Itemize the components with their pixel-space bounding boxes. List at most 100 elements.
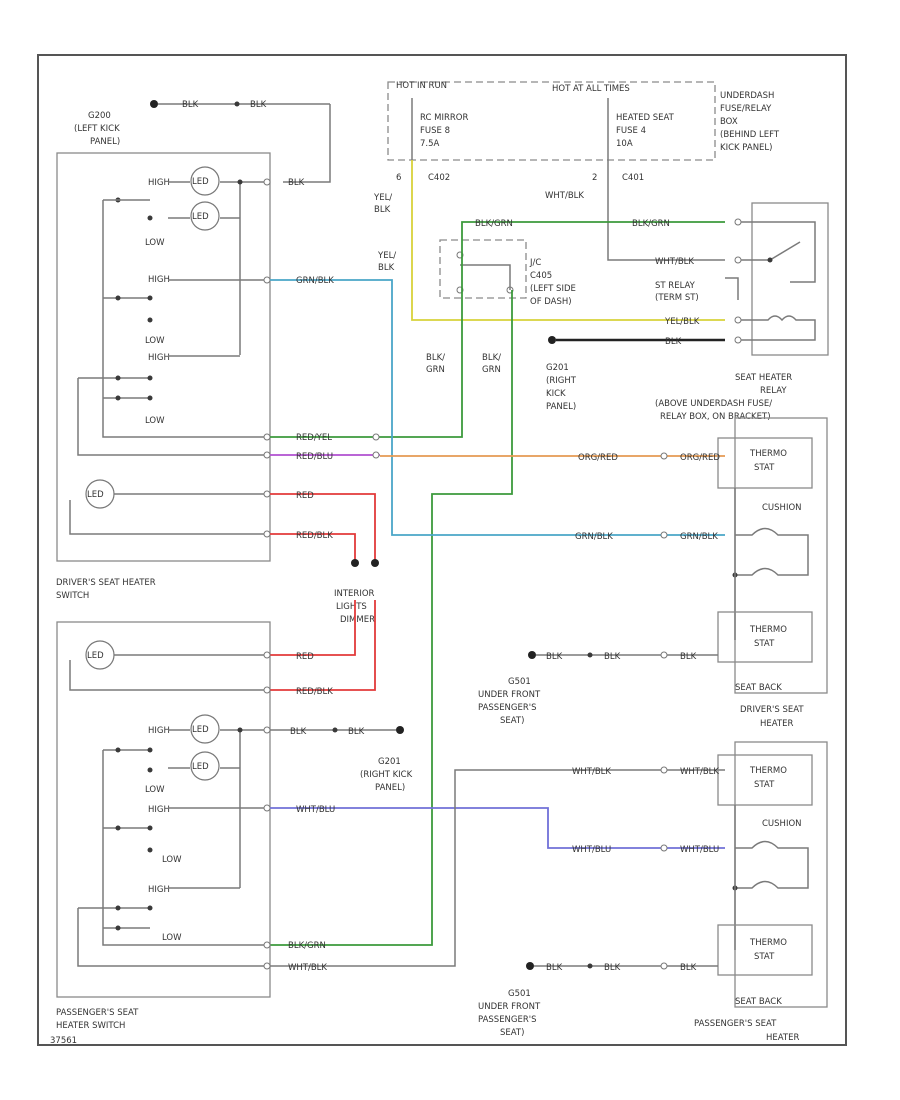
passenger-heater-label: HEATER xyxy=(766,1033,799,1043)
label-blk-grn: BLK/GRN xyxy=(475,219,513,229)
label-red: RED xyxy=(296,491,314,501)
label-thermo: THERMO xyxy=(749,625,787,635)
passenger-heater-label: PASSENGER'S SEAT xyxy=(694,1019,777,1029)
wire-red-blk-driver xyxy=(270,533,356,560)
label-thermo: THERMO xyxy=(749,766,787,776)
label-stat: STAT xyxy=(754,780,775,790)
label-yel-blk: YEL/BLK xyxy=(664,317,700,327)
label-stat: STAT xyxy=(754,639,775,649)
wire-illumination xyxy=(69,660,270,691)
label-st-relay: (TERM ST) xyxy=(655,293,699,303)
label-g501: PASSENGER'S xyxy=(478,703,537,713)
label-jc: C405 xyxy=(530,271,552,281)
label-fuse-4: FUSE 4 xyxy=(616,126,646,136)
switch-contact xyxy=(115,925,121,931)
label-st-relay: ST RELAY xyxy=(655,281,696,291)
driver-switch-label: SWITCH xyxy=(56,591,89,601)
label-jc: J/C xyxy=(529,258,541,268)
label-fuse-heated: HEATED SEAT xyxy=(616,113,675,123)
label-high: HIGH xyxy=(148,178,170,188)
underdash-fuse-box xyxy=(387,81,716,161)
label-grn-blk: GRN/BLK xyxy=(575,532,613,542)
label-g201: KICK xyxy=(546,389,566,399)
label-low: LOW xyxy=(162,933,182,943)
passenger-seatback-thermostat-box xyxy=(717,924,813,976)
relay-switch-contact xyxy=(769,241,801,261)
wire-switch-low xyxy=(77,378,270,456)
switch-contact xyxy=(115,905,121,911)
label-g501: SEAT) xyxy=(500,716,524,726)
passenger-cushion-element-icon xyxy=(735,840,809,889)
label-fuse-8-amp: 7.5A xyxy=(420,139,440,149)
driver-switch-connector xyxy=(263,178,271,538)
driver-cushion-element-icon xyxy=(735,527,809,576)
label-blk: BLK xyxy=(290,727,307,737)
heater-connector xyxy=(660,452,668,460)
wire-red-blk-passenger xyxy=(270,600,376,691)
label-org-red: ORG/RED xyxy=(578,453,618,463)
label-fuse-8: FUSE 8 xyxy=(420,126,450,136)
label-yel-blk: YEL/ xyxy=(377,251,396,261)
dimmer-terminal-icon xyxy=(351,559,359,567)
lamp-label: LED xyxy=(87,651,104,661)
lamp-label: LED xyxy=(192,212,209,222)
passenger-seat-heater-box xyxy=(734,741,828,1008)
switch-contact xyxy=(147,767,153,773)
label-hot-all: HOT AT ALL TIMES xyxy=(552,84,630,94)
label-yel-blk: YEL/ xyxy=(373,193,392,203)
label-interior: INTERIOR xyxy=(334,589,375,599)
passenger-switch-label: HEATER SWITCH xyxy=(56,1021,125,1031)
label-blk: BLK xyxy=(680,652,697,662)
label-yel-blk: BLK xyxy=(378,263,395,273)
label-g501: UNDER FRONT xyxy=(478,1002,541,1012)
switch-contact xyxy=(147,317,153,323)
label-wht-blk: WHT/BLK xyxy=(655,257,694,267)
switch-contact xyxy=(115,395,121,401)
passenger-high-lamp-icon xyxy=(190,714,220,744)
label-g501: G501 xyxy=(508,677,531,687)
wire-g200-to-switch xyxy=(283,104,331,183)
label-g501: UNDER FRONT xyxy=(478,690,541,700)
label-grn-blk: GRN/BLK xyxy=(680,532,718,542)
label-stat: STAT xyxy=(754,952,775,962)
lamp-label: LED xyxy=(192,725,209,735)
junction-connector-box xyxy=(439,239,527,299)
label-high: HIGH xyxy=(148,885,170,895)
switch-contact xyxy=(147,215,153,221)
label-wht-blu: WHT/BLU xyxy=(680,845,719,855)
label-red-yel: RED/YEL xyxy=(296,433,332,443)
label-blk-grn: BLK/GRN xyxy=(288,941,326,951)
switch-contact xyxy=(115,747,121,753)
wire-switch-common xyxy=(102,200,270,438)
label-g200: G200 xyxy=(88,111,111,121)
label-low: LOW xyxy=(145,336,165,346)
label-low: LOW xyxy=(162,855,182,865)
label-g501: SEAT) xyxy=(500,1028,524,1038)
splice-dot xyxy=(587,963,593,969)
relay-coil-icon xyxy=(741,315,816,341)
splice-dot xyxy=(587,652,593,658)
label-blk: BLK xyxy=(288,178,305,188)
label-stat: STAT xyxy=(754,463,775,473)
label-blk: BLK xyxy=(604,652,621,662)
splice-dot xyxy=(237,727,243,733)
label-wht-blk: WHT/BLK xyxy=(545,191,584,201)
label-blk: BLK xyxy=(182,100,199,110)
label-red-blk: RED/BLK xyxy=(296,687,333,697)
label-g201: G201 xyxy=(546,363,569,373)
label-red-blk: RED/BLK xyxy=(296,531,333,541)
splice-dot xyxy=(234,101,240,107)
label-cushion: CUSHION xyxy=(762,503,802,513)
label-pin: 6 xyxy=(396,173,401,183)
label-blk-grn: BLK/ xyxy=(426,353,445,363)
lamp-label: LED xyxy=(87,490,104,500)
passenger-switch-label: PASSENGER'S SEAT xyxy=(56,1008,139,1018)
switch-contact xyxy=(147,847,153,853)
wire-st-relay xyxy=(725,277,739,300)
lamp-label: LED xyxy=(192,762,209,772)
label-high: HIGH xyxy=(148,275,170,285)
wire-red-driver xyxy=(270,493,376,560)
label-low: LOW xyxy=(145,238,165,248)
label-grn-blk: GRN/BLK xyxy=(296,276,334,286)
label-interior: DIMMER xyxy=(340,615,375,625)
